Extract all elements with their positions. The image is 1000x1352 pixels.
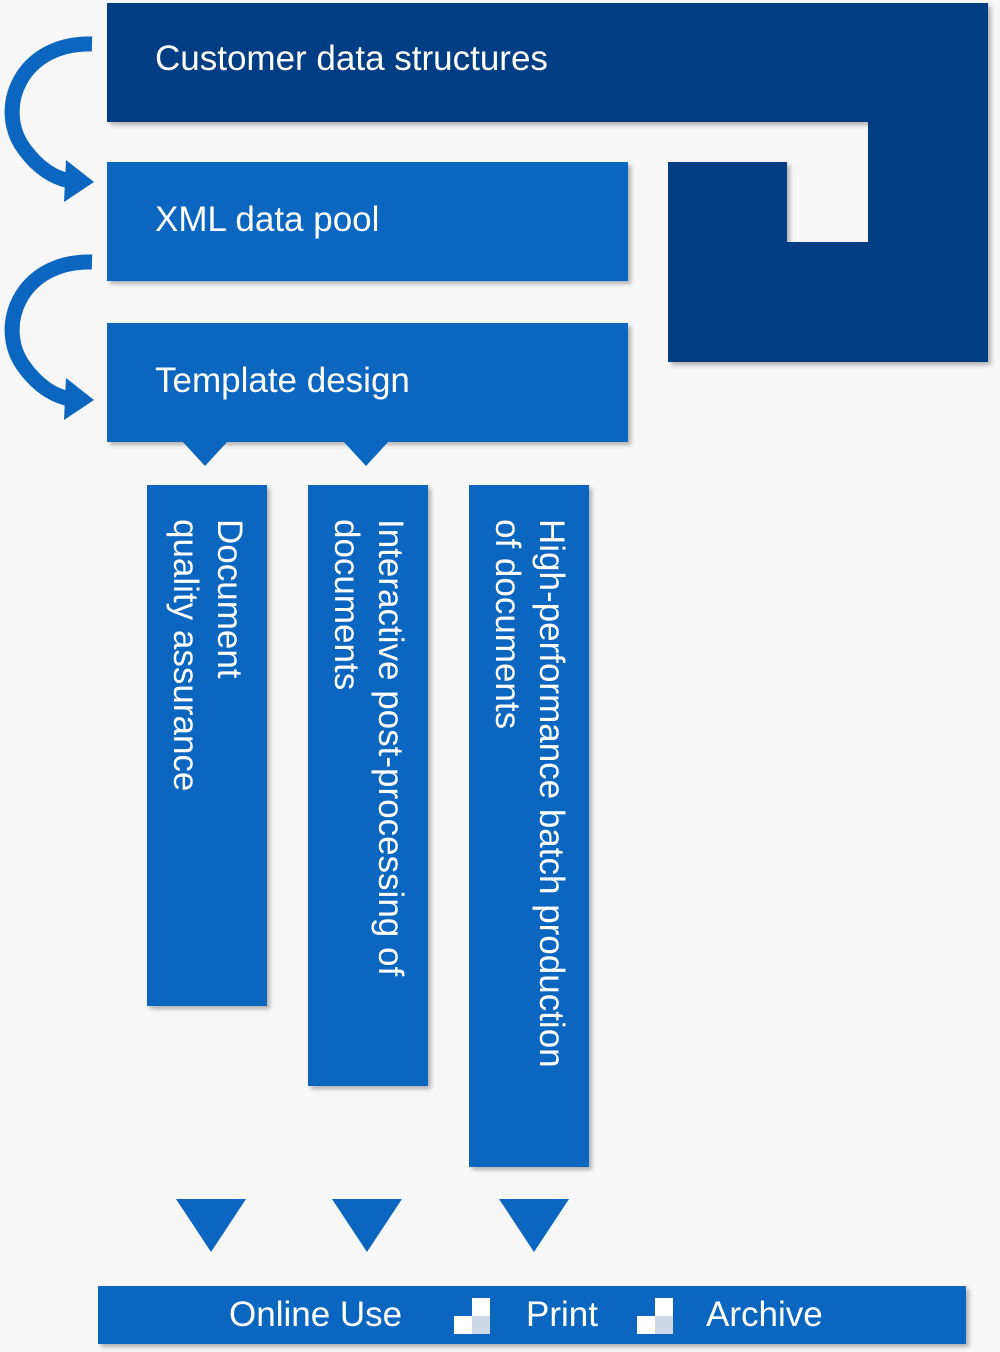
flow-arrows [4, 36, 94, 420]
output-archive: Archive [706, 1295, 823, 1334]
xml-data-pool-step: XML data pool [107, 162, 628, 281]
notch-left-icon [182, 441, 228, 466]
column-post-processing-label: Interactive post-processing of documents [327, 519, 410, 977]
template-design-label: Template design [155, 361, 410, 400]
down-triangle-icon [499, 1199, 569, 1252]
down-triangle-icon [332, 1199, 402, 1252]
output-print: Print [526, 1295, 598, 1334]
output-bar: Online Use Print Archive [98, 1286, 966, 1344]
column-post-processing: Interactive post-processing of documents [308, 485, 428, 1086]
down-triangle-icon [176, 1199, 246, 1252]
template-design-step: Template design [107, 323, 628, 442]
xml-data-pool-label: XML data pool [155, 200, 380, 239]
curved-arrow-icon [4, 254, 94, 420]
column-quality-assurance-label: Document quality assurance [166, 519, 249, 792]
notch-right-icon [343, 441, 389, 466]
curved-arrow-icon [4, 36, 94, 202]
column-quality-assurance: Document quality assurance [147, 485, 267, 1006]
separator-squares-icon [454, 1298, 490, 1334]
column-batch-production: High-performance batch production of doc… [469, 485, 589, 1167]
separator-squares-icon [637, 1298, 673, 1334]
output-online-use: Online Use [229, 1295, 403, 1334]
column-batch-production-label: High-performance batch production of doc… [488, 519, 571, 1068]
customer-data-step: Customer data structures [107, 3, 867, 122]
customer-data-label: Customer data structures [155, 39, 548, 78]
